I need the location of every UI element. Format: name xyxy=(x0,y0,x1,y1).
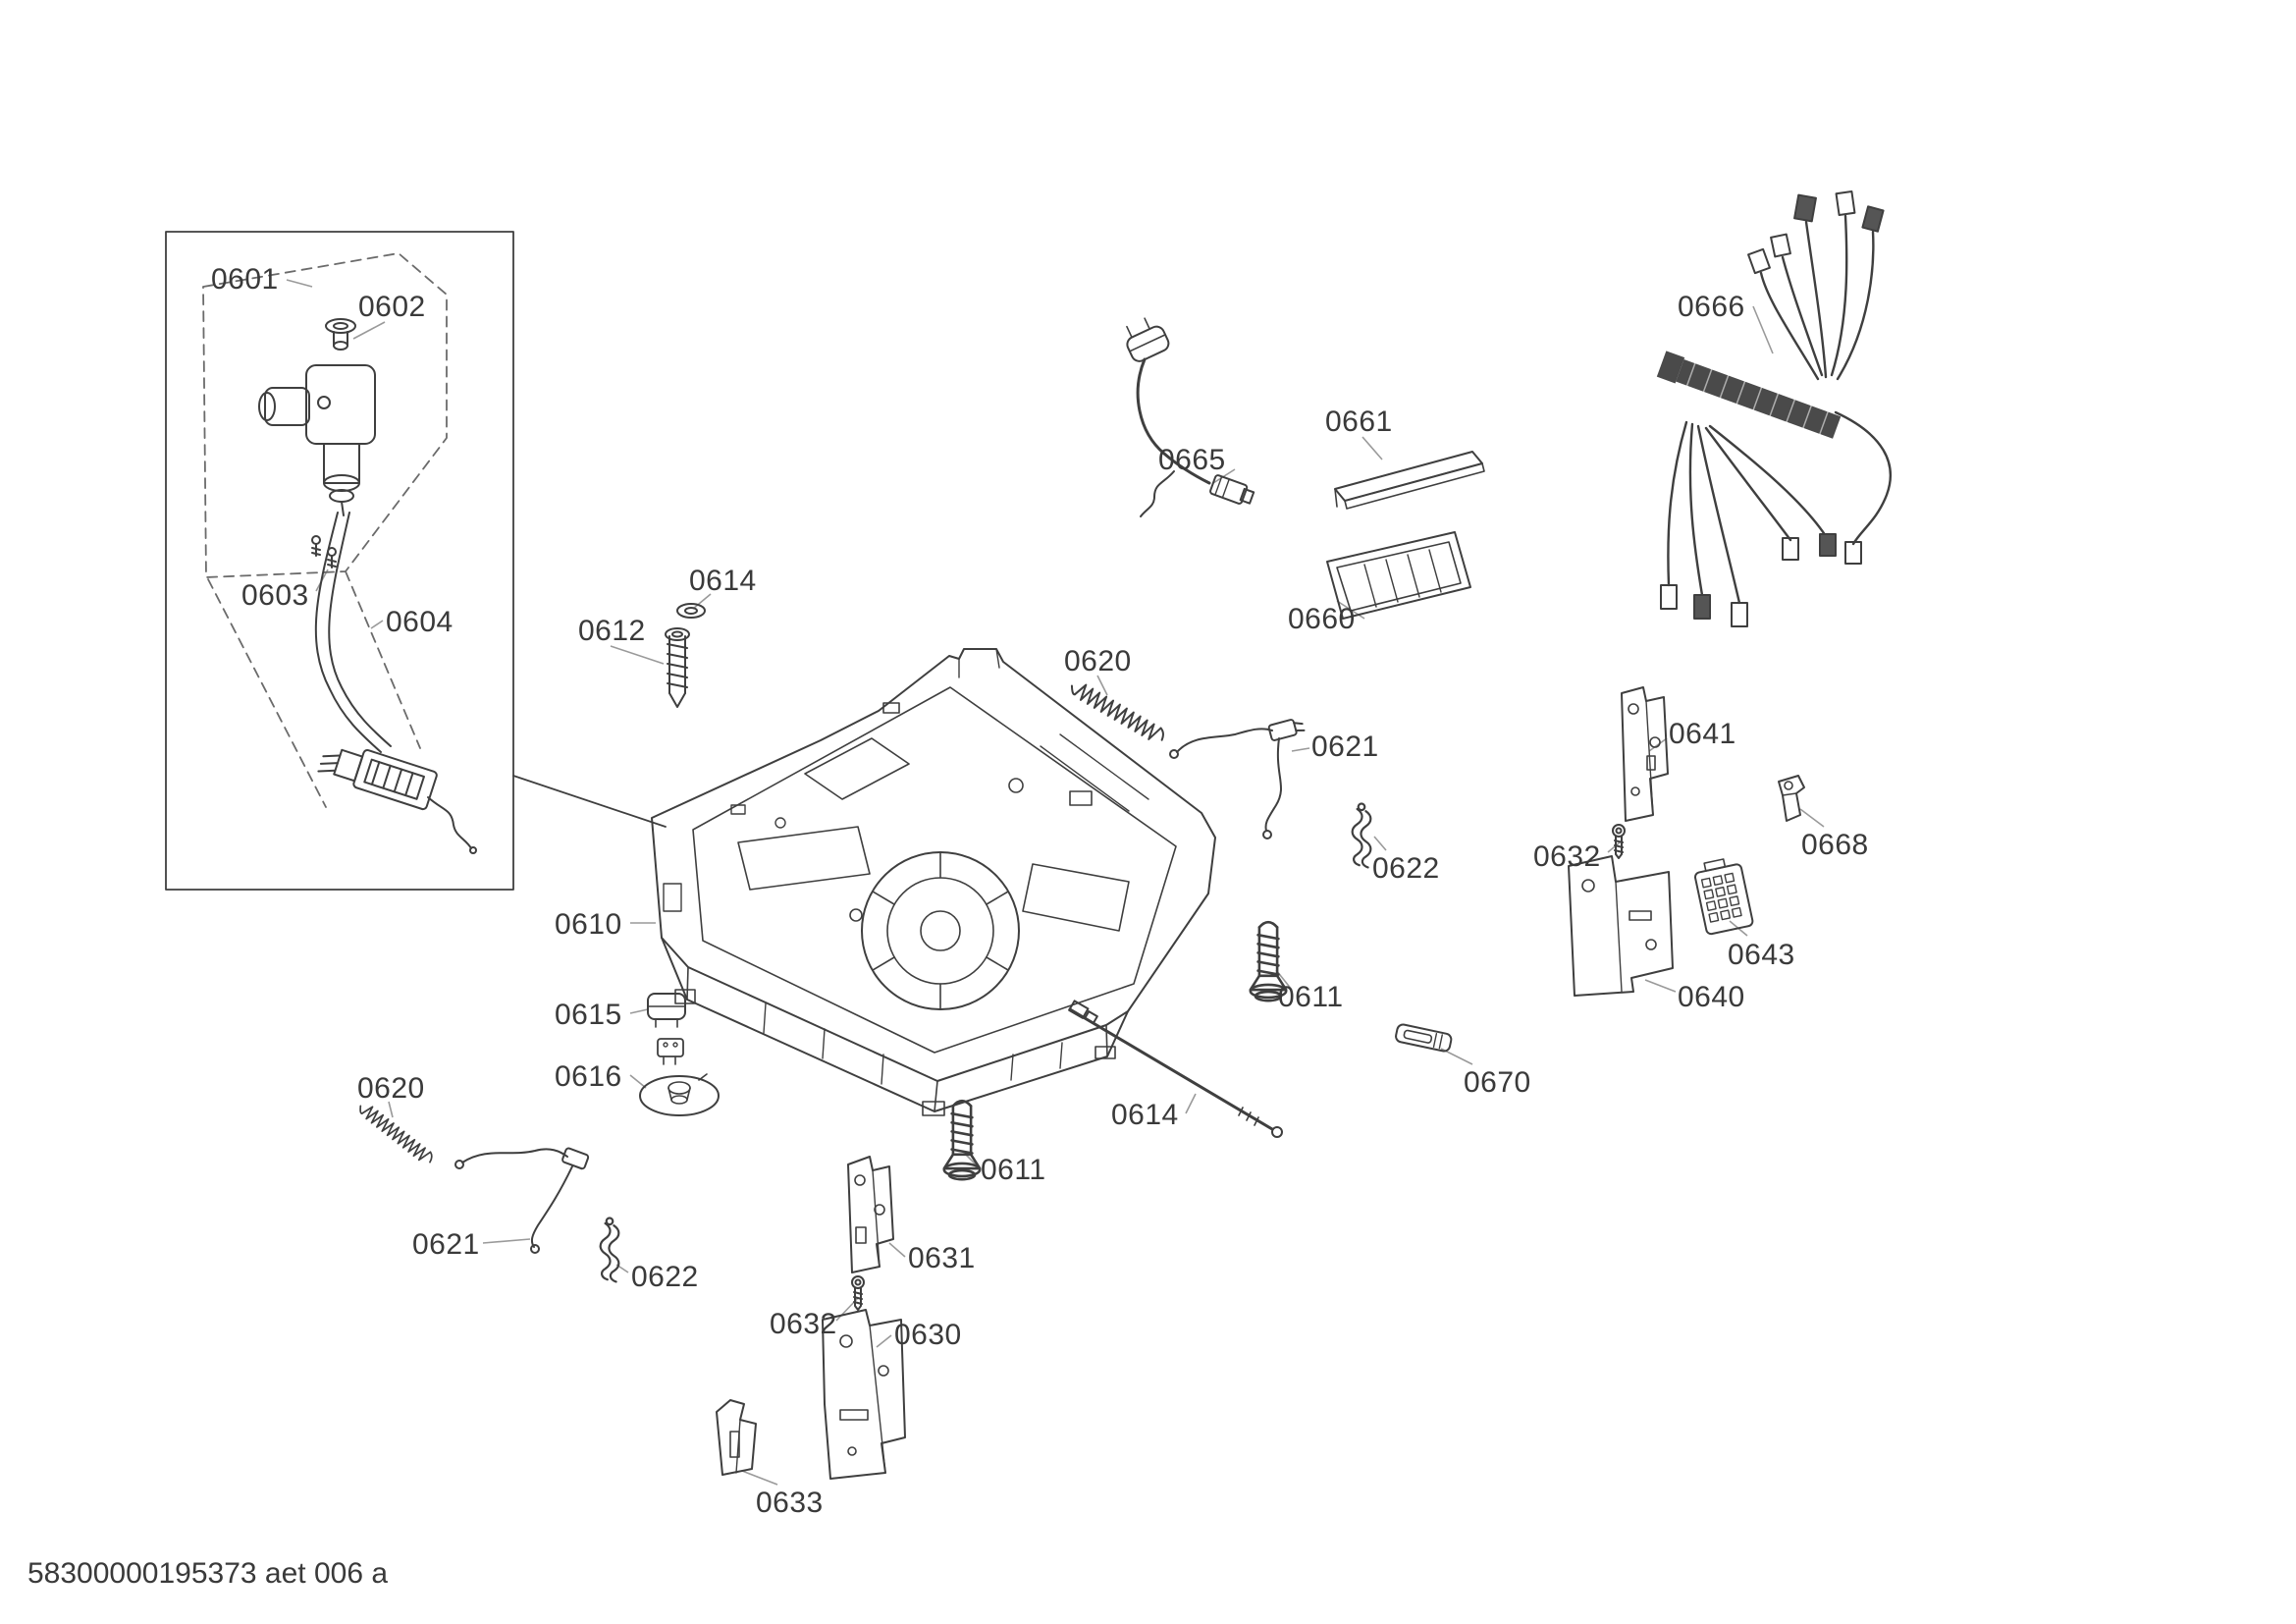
part-0615-drawing xyxy=(647,993,686,1065)
part-label-0611-a: 0611 xyxy=(1278,981,1344,1013)
part-label-0601: 0601 xyxy=(211,263,279,296)
cable-0621-left-drawing xyxy=(454,1147,590,1254)
screw-0632-top-drawing xyxy=(1612,824,1626,859)
part-label-0610: 0610 xyxy=(555,908,622,941)
bracket-0641-drawing xyxy=(1621,686,1669,822)
base-0610-drawing xyxy=(651,648,1216,1116)
part-label-0604: 0604 xyxy=(386,606,454,638)
screw-0632-bottom-drawing xyxy=(851,1275,865,1311)
part-label-0611-b: 0611 xyxy=(981,1154,1046,1186)
bracket-0631-drawing xyxy=(847,1156,894,1273)
disc-0616-drawing xyxy=(639,1073,720,1116)
part-label-0665: 0665 xyxy=(1158,444,1226,476)
part-0668-drawing xyxy=(1778,775,1805,822)
harness-0666-drawing xyxy=(1656,189,1892,627)
power-cord-0665-drawing xyxy=(1126,317,1255,517)
part-label-0622-b: 0622 xyxy=(631,1261,699,1293)
part-label-0633: 0633 xyxy=(756,1487,824,1519)
part-label-0621-b: 0621 xyxy=(412,1228,480,1261)
part-label-0632-a: 0632 xyxy=(1533,840,1601,873)
module-0660-drawing xyxy=(1326,531,1471,620)
part-label-0640: 0640 xyxy=(1678,981,1745,1013)
assembly-connecting-line xyxy=(512,775,667,828)
assembly-0601-box xyxy=(165,231,514,891)
inlet-valve-drawing xyxy=(258,318,376,568)
stud-0611-left-drawing xyxy=(942,1099,982,1181)
part-label-0614-a: 0614 xyxy=(689,565,757,597)
part-label-0612: 0612 xyxy=(578,615,646,647)
part-label-0615: 0615 xyxy=(555,999,622,1031)
bracket-0640-drawing xyxy=(1568,855,1674,997)
bracket-0630-drawing xyxy=(822,1309,906,1480)
spring-0620-top-drawing xyxy=(1066,677,1168,746)
part-label-0620-a: 0620 xyxy=(1064,645,1132,677)
part-label-0614-b: 0614 xyxy=(1111,1099,1179,1131)
part-label-0632-b: 0632 xyxy=(770,1308,837,1340)
screw-0612-drawing xyxy=(665,627,690,708)
spring-0620-left-drawing xyxy=(355,1100,437,1167)
part-label-0630: 0630 xyxy=(894,1319,962,1351)
part-label-0602: 0602 xyxy=(358,291,426,323)
clip-0622-left-drawing xyxy=(599,1217,620,1283)
hose-connector-0604-drawing xyxy=(314,512,477,854)
part-label-0660: 0660 xyxy=(1288,603,1356,635)
part-label-0620-b: 0620 xyxy=(357,1072,425,1105)
document-number: 58300000195373 aet 006 a xyxy=(27,1557,389,1590)
rod-0614-drawing xyxy=(1068,1000,1283,1138)
bracket-0633-drawing xyxy=(716,1399,757,1476)
cable-0621-top-drawing xyxy=(1169,719,1306,839)
part-label-0641: 0641 xyxy=(1669,718,1736,750)
part-label-0622-a: 0622 xyxy=(1372,852,1440,885)
part-label-0621-a: 0621 xyxy=(1311,731,1379,763)
part-label-0668: 0668 xyxy=(1801,829,1869,861)
clip-0622-top-drawing xyxy=(1351,802,1372,869)
connector-0643-drawing xyxy=(1693,858,1754,936)
rail-0670-drawing xyxy=(1395,1023,1453,1053)
bar-0661-drawing xyxy=(1334,451,1485,510)
part-label-0670: 0670 xyxy=(1464,1066,1531,1099)
part-label-0666: 0666 xyxy=(1678,291,1745,323)
part-label-0616: 0616 xyxy=(555,1060,622,1093)
part-label-0643: 0643 xyxy=(1728,939,1795,971)
part-label-0661: 0661 xyxy=(1325,406,1393,438)
part-label-0603: 0603 xyxy=(241,579,309,612)
part-label-0631: 0631 xyxy=(908,1242,976,1274)
washer-0614-drawing xyxy=(676,603,706,619)
